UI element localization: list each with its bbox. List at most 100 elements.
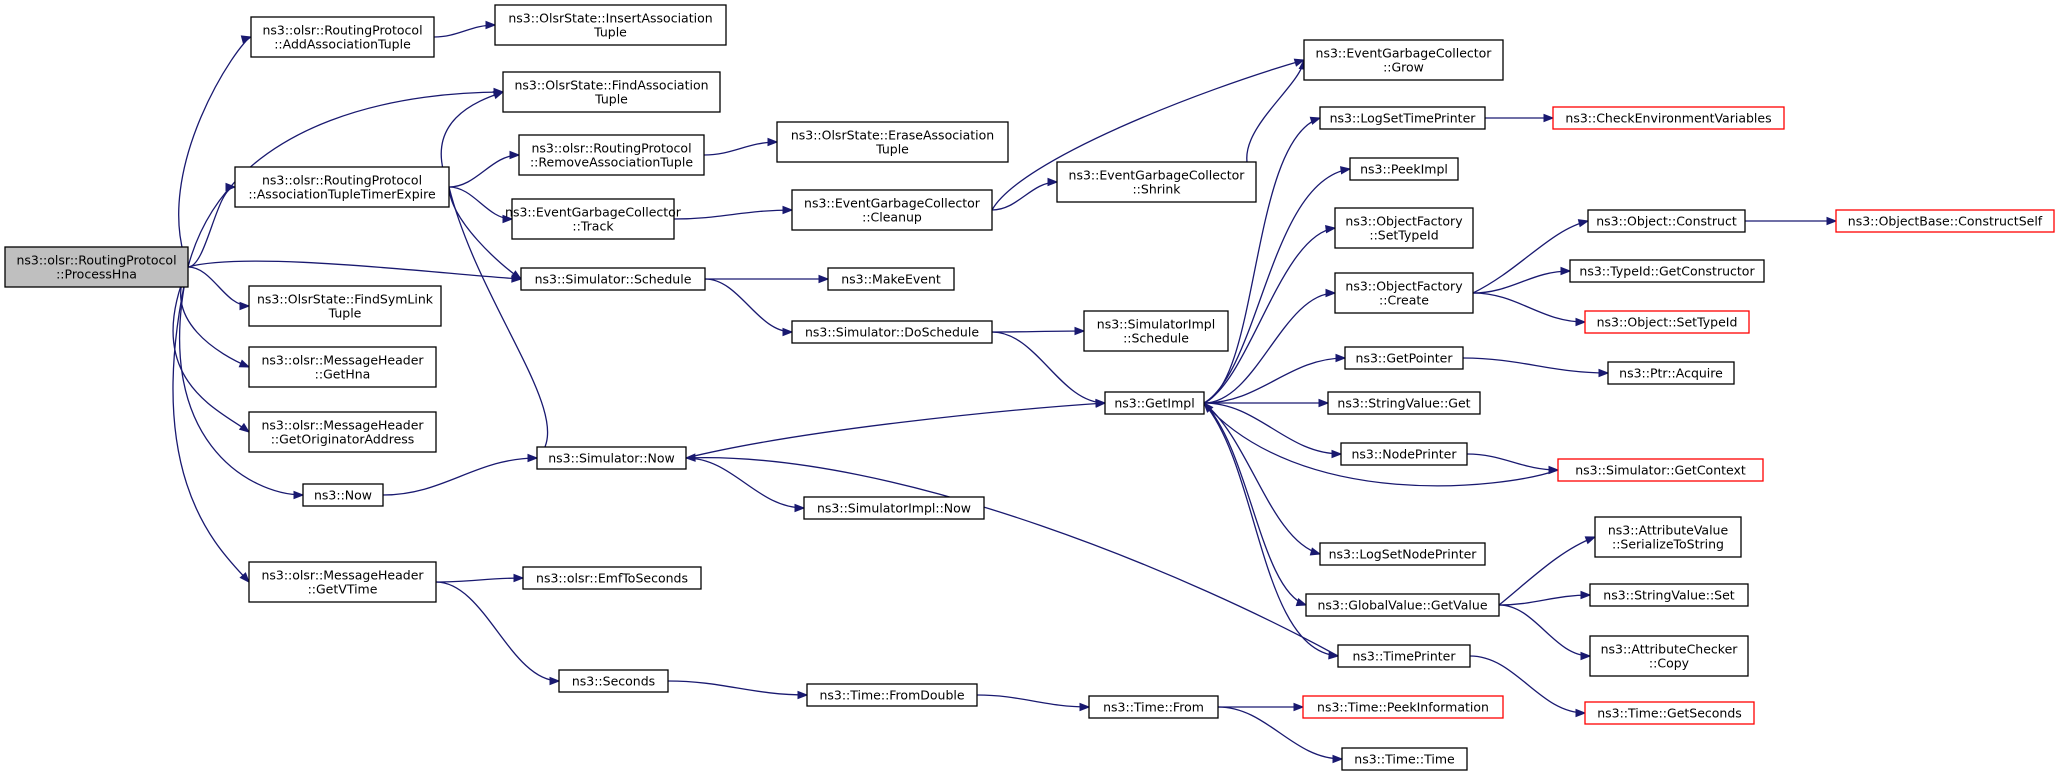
node-egc-cleanup[interactable]: ns3::EventGarbageCollector::Cleanup — [791, 189, 993, 231]
node-egc-track[interactable]: ns3::EventGarbageCollector::Track — [505, 198, 682, 240]
node-get-vtime[interactable]: ns3::olsr::MessageHeader::GetVTime — [248, 561, 437, 603]
node-time-printer[interactable]: ns3::TimePrinter — [1337, 644, 1471, 668]
node-box — [1334, 207, 1474, 249]
node-add-assoc-tuple[interactable]: ns3::olsr::RoutingProtocol::AddAssociati… — [250, 16, 435, 58]
node-check-env[interactable]: ns3::CheckEnvironmentVariables — [1552, 106, 1785, 130]
node-label: ::RemoveAssociationTuple — [530, 155, 693, 170]
node-obj-settypeid[interactable]: ns3::Object::SetTypeId — [1584, 310, 1750, 334]
node-of-settypeid[interactable]: ns3::ObjectFactory::SetTypeId — [1334, 207, 1474, 249]
node-egc-grow[interactable]: ns3::EventGarbageCollector::Grow — [1303, 39, 1504, 81]
node-sim-schedule[interactable]: ns3::Simulator::Schedule — [520, 267, 706, 291]
edge-get_impl-to-peek_impl — [1203, 166, 1352, 404]
function-nodes: ns3::olsr::RoutingProtocol::ProcessHnans… — [4, 4, 2055, 771]
node-egc-shrink[interactable]: ns3::EventGarbageCollector::Shrink — [1056, 161, 1257, 203]
node-simimpl-schedule[interactable]: ns3::SimulatorImpl::Schedule — [1083, 310, 1229, 352]
arrowhead — [225, 182, 237, 192]
arrowhead — [1584, 536, 1597, 545]
node-label: ::SetTypeId — [1369, 228, 1438, 243]
node-time-fromdouble[interactable]: ns3::Time::FromDouble — [806, 683, 978, 707]
node-box — [806, 683, 978, 707]
node-box — [536, 446, 687, 470]
edge-assoc_timer_expire-to-egc_track — [448, 186, 514, 224]
node-sim-doschedule[interactable]: ns3::Simulator::DoSchedule — [791, 320, 993, 344]
node-obj-construct[interactable]: ns3::Object::Construct — [1587, 209, 1746, 233]
node-emf-to-seconds[interactable]: ns3::olsr::EmfToSeconds — [522, 566, 702, 590]
node-sim-now[interactable]: ns3::Simulator::Now — [536, 446, 687, 470]
node-now[interactable]: ns3::Now — [302, 483, 384, 507]
node-get-originator[interactable]: ns3::olsr::MessageHeader::GetOriginatorA… — [248, 411, 437, 453]
node-logset-timeprinter[interactable]: ns3::LogSetTimePrinter — [1319, 106, 1486, 130]
node-simimpl-now[interactable]: ns3::SimulatorImpl::Now — [803, 496, 985, 520]
node-stringvalue-set[interactable]: ns3::StringValue::Set — [1589, 583, 1749, 607]
node-ac-copy[interactable]: ns3::AttributeChecker::Copy — [1589, 635, 1749, 677]
node-time-time[interactable]: ns3::Time::Time — [1341, 747, 1468, 771]
edge-now-to-sim_now — [382, 453, 539, 496]
arrowhead — [510, 270, 523, 280]
node-label: ns3::olsr::EmfToSeconds — [536, 571, 688, 586]
node-node-printer[interactable]: ns3::NodePrinter — [1340, 442, 1468, 466]
node-objbase-constructself[interactable]: ns3::ObjectBase::ConstructSelf — [1835, 209, 2055, 233]
node-box — [1552, 106, 1785, 130]
node-get-pointer[interactable]: ns3::GetPointer — [1344, 346, 1464, 370]
edge-time_from-to-time_time — [1217, 706, 1344, 764]
edge-add_assoc_tuple-to-insert_assoc — [433, 20, 497, 38]
node-box — [520, 267, 706, 291]
node-label: ns3::SimulatorImpl::Now — [817, 501, 971, 516]
edge-time_printer-to-sim_now — [684, 453, 1339, 657]
node-get-impl[interactable]: ns3::GetImpl — [1104, 391, 1205, 415]
node-box — [803, 496, 985, 520]
edge-sim_now-to-get_impl — [685, 399, 1107, 459]
edge-time_fromdouble-to-time_from — [976, 694, 1091, 712]
edge-remove_assoc-to-erase_assoc — [703, 137, 779, 156]
edge-sim_getcontext-to-get_impl — [1203, 401, 1559, 487]
node-box — [1056, 161, 1257, 203]
arrowhead — [797, 690, 809, 700]
arrowhead — [1325, 288, 1337, 298]
node-box — [234, 166, 450, 208]
node-box — [1557, 458, 1764, 482]
node-label: Tuple — [594, 92, 628, 107]
node-stringvalue-get[interactable]: ns3::StringValue::Get — [1327, 391, 1481, 415]
node-logset-nodeprinter[interactable]: ns3::LogSetNodePrinter — [1319, 542, 1486, 566]
edge-egc_cleanup-to-egc_grow — [991, 58, 1306, 211]
node-make-event[interactable]: ns3::MakeEvent — [827, 267, 955, 291]
node-box — [248, 285, 442, 327]
node-box — [518, 134, 705, 176]
node-ptr-acquire[interactable]: ns3::Ptr::Acquire — [1607, 361, 1735, 385]
node-box — [1340, 442, 1468, 466]
node-remove-assoc[interactable]: ns3::olsr::RoutingProtocol::RemoveAssoci… — [518, 134, 705, 176]
node-time-peekinfo[interactable]: ns3::Time::PeekInformation — [1302, 695, 1504, 719]
node-peek-impl[interactable]: ns3::PeekImpl — [1349, 157, 1459, 181]
node-typeid-getconstructor[interactable]: ns3::TypeId::GetConstructor — [1569, 259, 1765, 283]
node-box — [1319, 106, 1486, 130]
arrowhead — [818, 274, 830, 284]
node-time-from[interactable]: ns3::Time::From — [1088, 695, 1219, 719]
edge-egc_track-to-egc_cleanup — [673, 205, 794, 220]
node-box — [1302, 695, 1504, 719]
node-label: ns3::Ptr::Acquire — [1619, 366, 1723, 381]
edge-gv_getvalue-to-av_serialize — [1498, 536, 1597, 606]
call-edges — [172, 20, 1838, 764]
arrowhead — [1826, 216, 1838, 226]
node-sim-getcontext[interactable]: ns3::Simulator::GetContext — [1557, 458, 1764, 482]
node-time-getseconds[interactable]: ns3::Time::GetSeconds — [1584, 701, 1755, 725]
node-box — [1569, 259, 1765, 283]
node-label: ::Grow — [1383, 60, 1424, 75]
node-label: ns3::ObjectFactory — [1345, 279, 1463, 294]
arrowhead — [1318, 398, 1330, 408]
node-seconds[interactable]: ns3::Seconds — [558, 669, 669, 693]
node-process-hna[interactable]: ns3::olsr::RoutingProtocol::ProcessHna — [4, 246, 189, 288]
node-label: ns3::olsr::RoutingProtocol — [262, 173, 422, 188]
arrowhead — [1309, 116, 1322, 125]
node-av-serialize[interactable]: ns3::AttributeValue::SerializeToString — [1594, 516, 1742, 558]
arrowhead — [1203, 401, 1214, 413]
node-of-create[interactable]: ns3::ObjectFactory::Create — [1334, 272, 1474, 314]
node-get-hna[interactable]: ns3::olsr::MessageHeader::GetHna — [248, 346, 437, 388]
node-assoc-timer-expire[interactable]: ns3::olsr::RoutingProtocol::AssociationT… — [234, 166, 450, 208]
node-gv-getvalue[interactable]: ns3::GlobalValue::GetValue — [1305, 593, 1500, 617]
node-label: ::Cleanup — [862, 210, 922, 225]
